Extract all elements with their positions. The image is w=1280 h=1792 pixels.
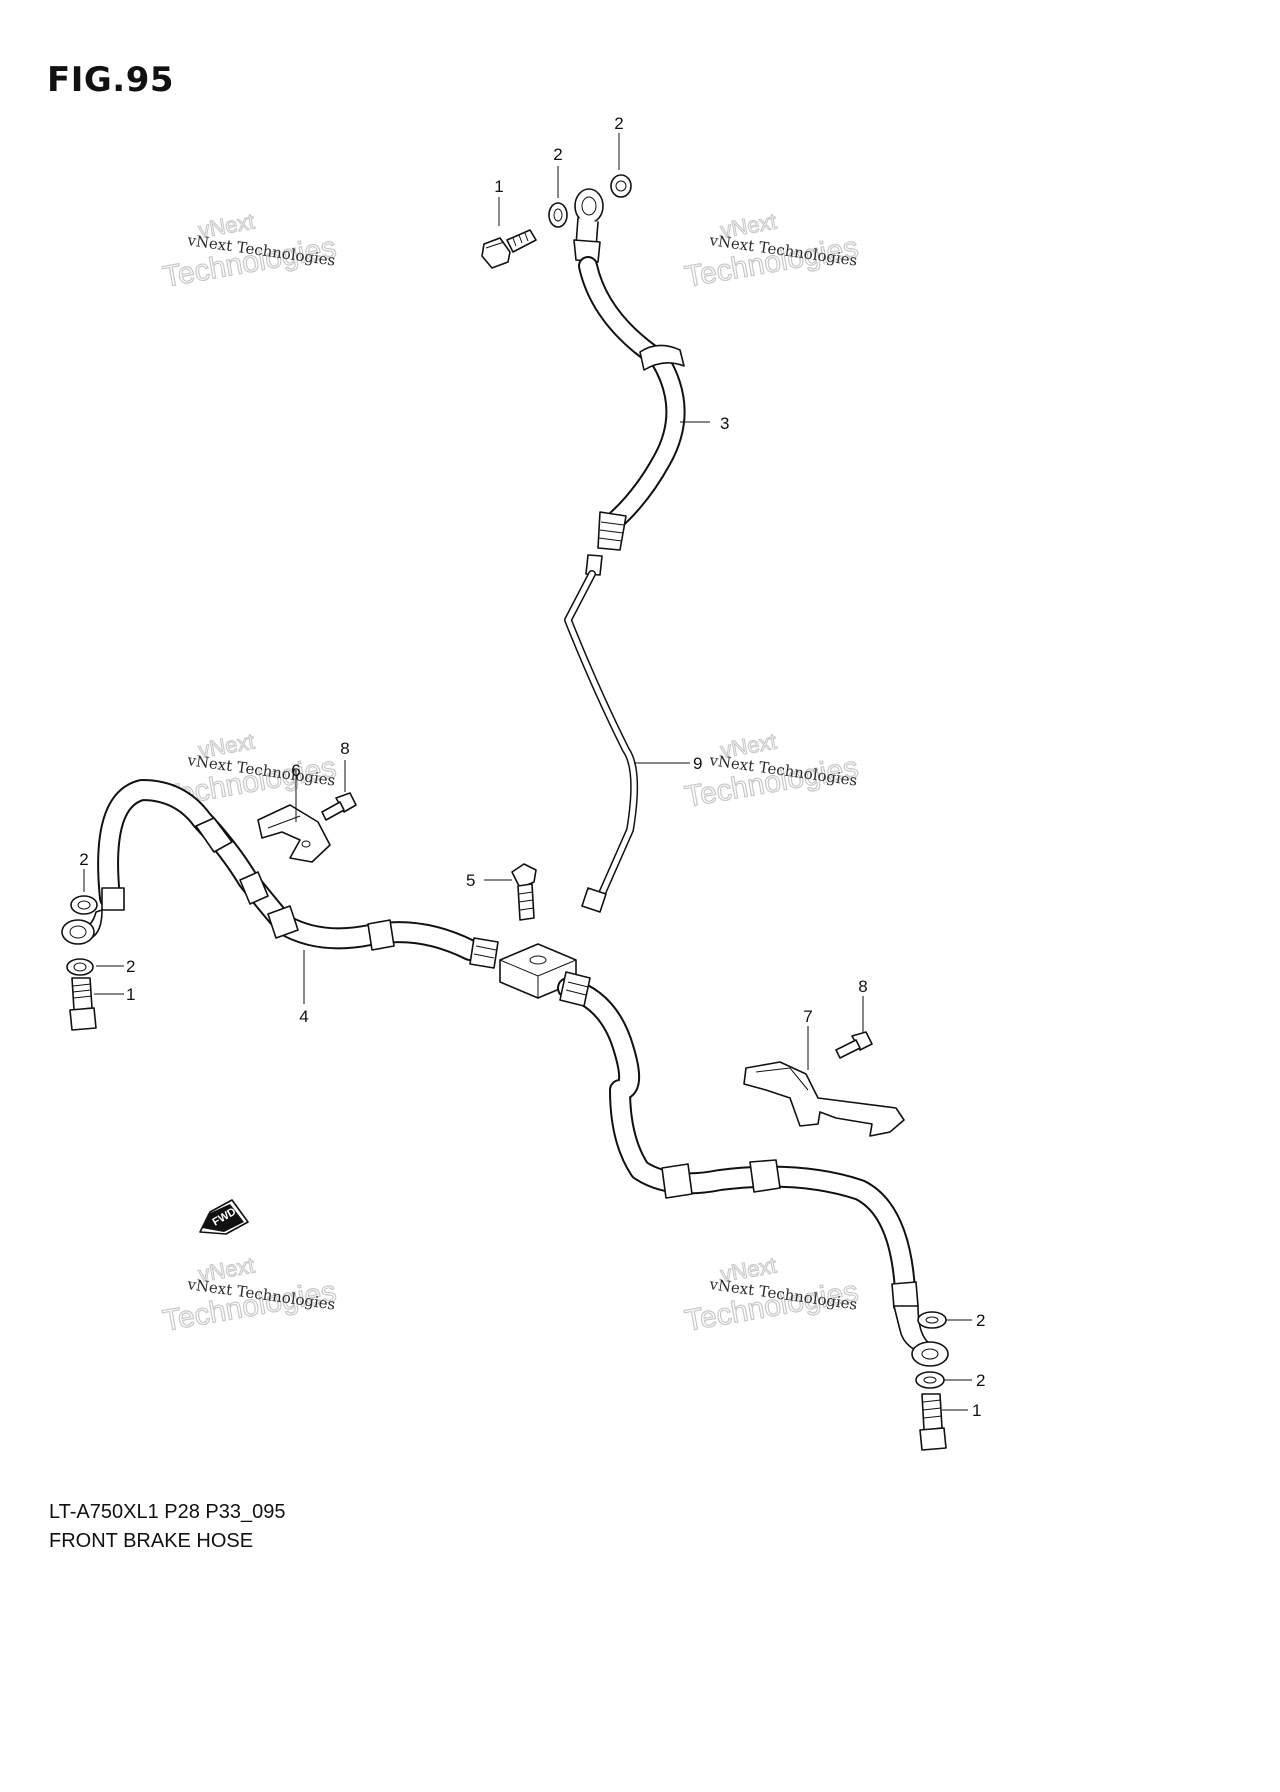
part-brake-hose-upper	[578, 256, 686, 551]
diagram-title: FRONT BRAKE HOSE	[49, 1530, 254, 1552]
part-brake-pipe	[564, 554, 639, 913]
callout-6: 6	[291, 761, 300, 780]
callout-2-top-right: 2	[614, 114, 623, 133]
callout-7: 7	[803, 1007, 812, 1026]
callout-1-top: 1	[494, 177, 503, 196]
callout-numbers: 1 2 2 3 9 8 6 2 5 2 1 4 8 7 2 2 1	[79, 114, 985, 1420]
callout-5: 5	[466, 871, 475, 890]
callout-2-left-upper: 2	[79, 850, 88, 869]
part-banjo-right	[893, 1305, 949, 1367]
fwd-arrow-icon: FWD	[199, 1199, 249, 1235]
part-washer-right-lower	[915, 1371, 945, 1389]
model-code: LT-A750XL1 P28 P33_095	[49, 1501, 286, 1523]
part-washer-right-upper	[917, 1311, 947, 1329]
callout-1-right: 1	[972, 1401, 981, 1420]
part-washer-top-left	[548, 202, 568, 228]
part-bolt-bracket-left	[321, 792, 357, 821]
callout-3: 3	[720, 414, 729, 433]
part-bolt-left	[69, 977, 97, 1031]
part-bolt-right	[919, 1393, 947, 1451]
part-banjo-left	[61, 887, 125, 945]
callout-8-right: 8	[858, 977, 867, 996]
callout-9: 9	[693, 754, 702, 773]
watermark-mid-right: vNext Technologies vNext Technologies	[682, 728, 861, 815]
callout-2-right-lower: 2	[976, 1371, 985, 1390]
callout-2-top-left: 2	[553, 145, 562, 164]
part-bolt-bracket-right	[835, 1031, 873, 1059]
watermark-top-right: vNext Technologies vNext Technologies	[682, 208, 861, 295]
part-washer-left-lower	[66, 958, 94, 976]
part-washer-top-right	[610, 174, 632, 198]
callout-2-left-lower: 2	[126, 957, 135, 976]
part-washer-left-upper	[70, 895, 98, 915]
part-bracket-left	[257, 804, 331, 863]
callout-4: 4	[299, 1007, 308, 1026]
part-bolt-top	[481, 229, 537, 269]
part-brake-hose-left	[97, 779, 499, 969]
part-bolt-junction	[511, 863, 537, 921]
callout-8-left: 8	[340, 739, 349, 758]
part-bracket-right	[743, 1061, 905, 1137]
watermark-bottom-left: vNext Technologies vNext Technologies	[160, 1252, 339, 1339]
callout-1-left: 1	[126, 985, 135, 1004]
callout-leaders	[83, 133, 972, 1411]
watermark-bottom-right: vNext Technologies vNext Technologies	[682, 1252, 861, 1339]
part-brake-hose-right	[557, 971, 919, 1309]
figure-title: FIG.95	[47, 60, 175, 100]
watermark-top-left: vNext Technologies vNext Technologies	[160, 208, 339, 295]
callout-2-right-upper: 2	[976, 1311, 985, 1330]
part-banjo-top	[573, 188, 604, 263]
